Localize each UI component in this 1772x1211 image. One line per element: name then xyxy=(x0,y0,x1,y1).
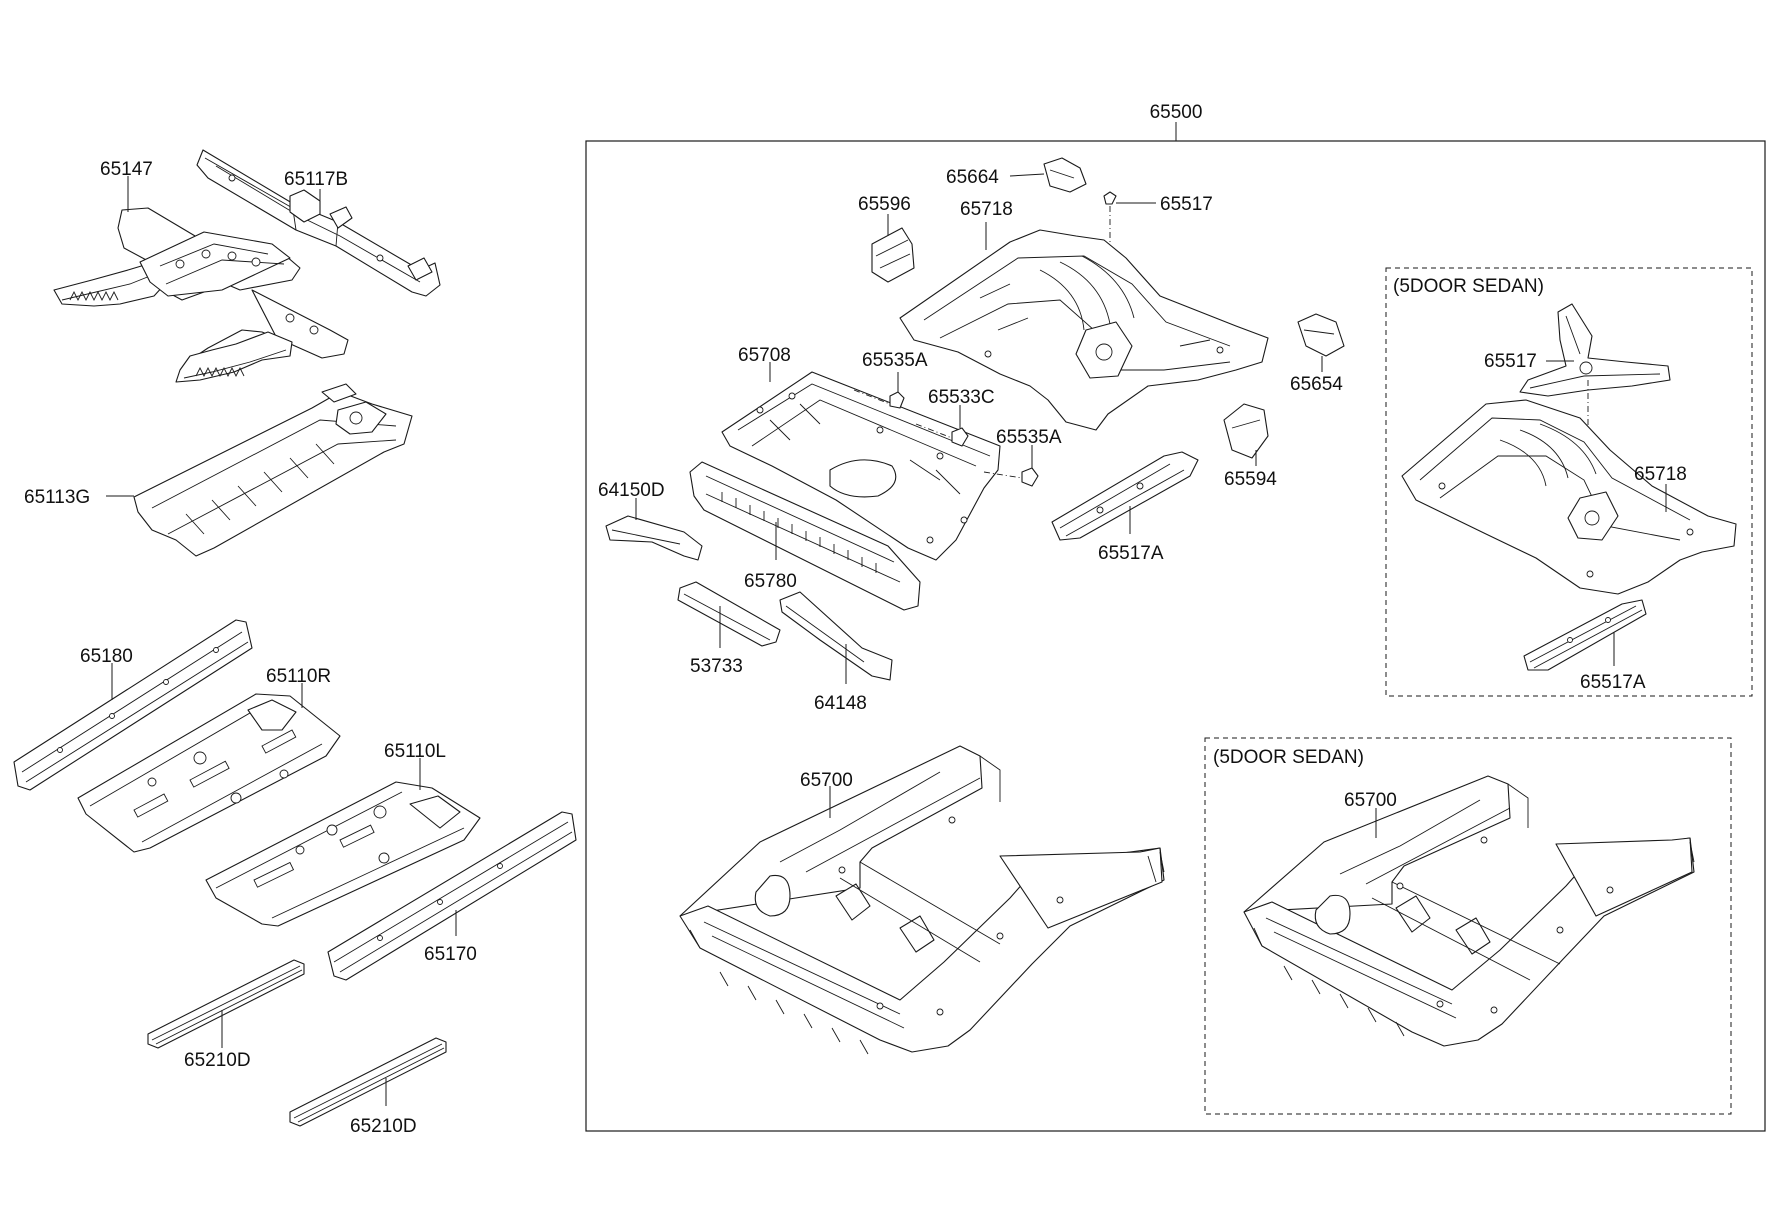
label-65533C: 65533C xyxy=(928,387,995,408)
part-65210D-upper xyxy=(147,959,305,1049)
part-65718 xyxy=(899,229,1269,431)
part-64148 xyxy=(779,591,893,681)
part-65210D-lower xyxy=(289,1037,447,1127)
part-65110R xyxy=(77,693,341,853)
label-53733: 53733 xyxy=(690,656,743,677)
label-65180: 65180 xyxy=(80,646,133,667)
label-65718: 65718 xyxy=(960,199,1013,220)
label-65700-sedan: 65700 xyxy=(1344,790,1397,811)
part-65654 xyxy=(1297,313,1345,357)
label-65718-sedan: 65718 xyxy=(1634,464,1687,485)
part-65594 xyxy=(1223,403,1269,459)
part-65535A-clip-a xyxy=(889,391,905,409)
part-64150D xyxy=(605,515,703,561)
part-65110L xyxy=(205,781,481,927)
label-65500: 65500 xyxy=(1150,102,1203,123)
part-65596 xyxy=(871,227,915,283)
label-65700: 65700 xyxy=(800,770,853,791)
part-65113G xyxy=(133,383,413,557)
label-64148: 64148 xyxy=(814,693,867,714)
part-65117B xyxy=(196,149,441,297)
label-65210D-lower: 65210D xyxy=(350,1116,417,1137)
label-65517-sedan: 65517 xyxy=(1484,351,1537,372)
label-65535A-b: 65535A xyxy=(996,427,1062,448)
label-65517A-sedan: 65517A xyxy=(1580,672,1646,693)
label-65780: 65780 xyxy=(744,571,797,592)
part-65517-sedan xyxy=(1519,303,1671,397)
part-65700 xyxy=(679,745,1165,1055)
label-65596: 65596 xyxy=(858,194,911,215)
label-65110R: 65110R xyxy=(266,666,331,687)
part-65700-sedan xyxy=(1243,775,1695,1047)
label-65210D-upper: 65210D xyxy=(184,1050,251,1071)
assembly-65500-frame: 65500 xyxy=(585,102,1766,1132)
label-65664: 65664 xyxy=(946,167,999,188)
part-65147 xyxy=(53,207,349,383)
label-65110L: 65110L xyxy=(384,741,446,762)
part-53733 xyxy=(677,581,781,647)
part-65517-bolt xyxy=(1103,191,1117,205)
group-label-sedan-floor: (5DOOR SEDAN) xyxy=(1393,276,1544,297)
label-65708: 65708 xyxy=(738,345,791,366)
label-65654: 65654 xyxy=(1290,374,1343,395)
label-65594: 65594 xyxy=(1224,469,1277,490)
label-65170: 65170 xyxy=(424,944,477,965)
group-label-sedan-frame: (5DOOR SEDAN) xyxy=(1213,747,1364,768)
part-65664 xyxy=(1043,157,1087,193)
label-65147: 65147 xyxy=(100,159,153,180)
part-65180 xyxy=(13,619,253,791)
label-64150D: 64150D xyxy=(598,480,665,501)
part-65535A-clip-b xyxy=(1021,467,1039,487)
part-65533C-clip xyxy=(951,427,969,447)
label-65517A: 65517A xyxy=(1098,543,1164,564)
part-65718-sedan xyxy=(1401,399,1737,595)
label-65113G: 65113G xyxy=(24,487,90,508)
part-65170 xyxy=(327,811,577,981)
label-65117B: 65117B xyxy=(284,169,348,190)
label-65517: 65517 xyxy=(1160,194,1213,215)
part-65517A xyxy=(1051,451,1199,541)
label-65535A-a: 65535A xyxy=(862,350,928,371)
part-65708 xyxy=(721,371,1001,561)
part-65517A-sedan xyxy=(1523,599,1647,671)
sedan-frame-group: (5DOOR SEDAN) xyxy=(1204,737,1732,1115)
part-65780 xyxy=(689,461,921,611)
sedan-floor-group: (5DOOR SEDAN) xyxy=(1385,267,1753,697)
